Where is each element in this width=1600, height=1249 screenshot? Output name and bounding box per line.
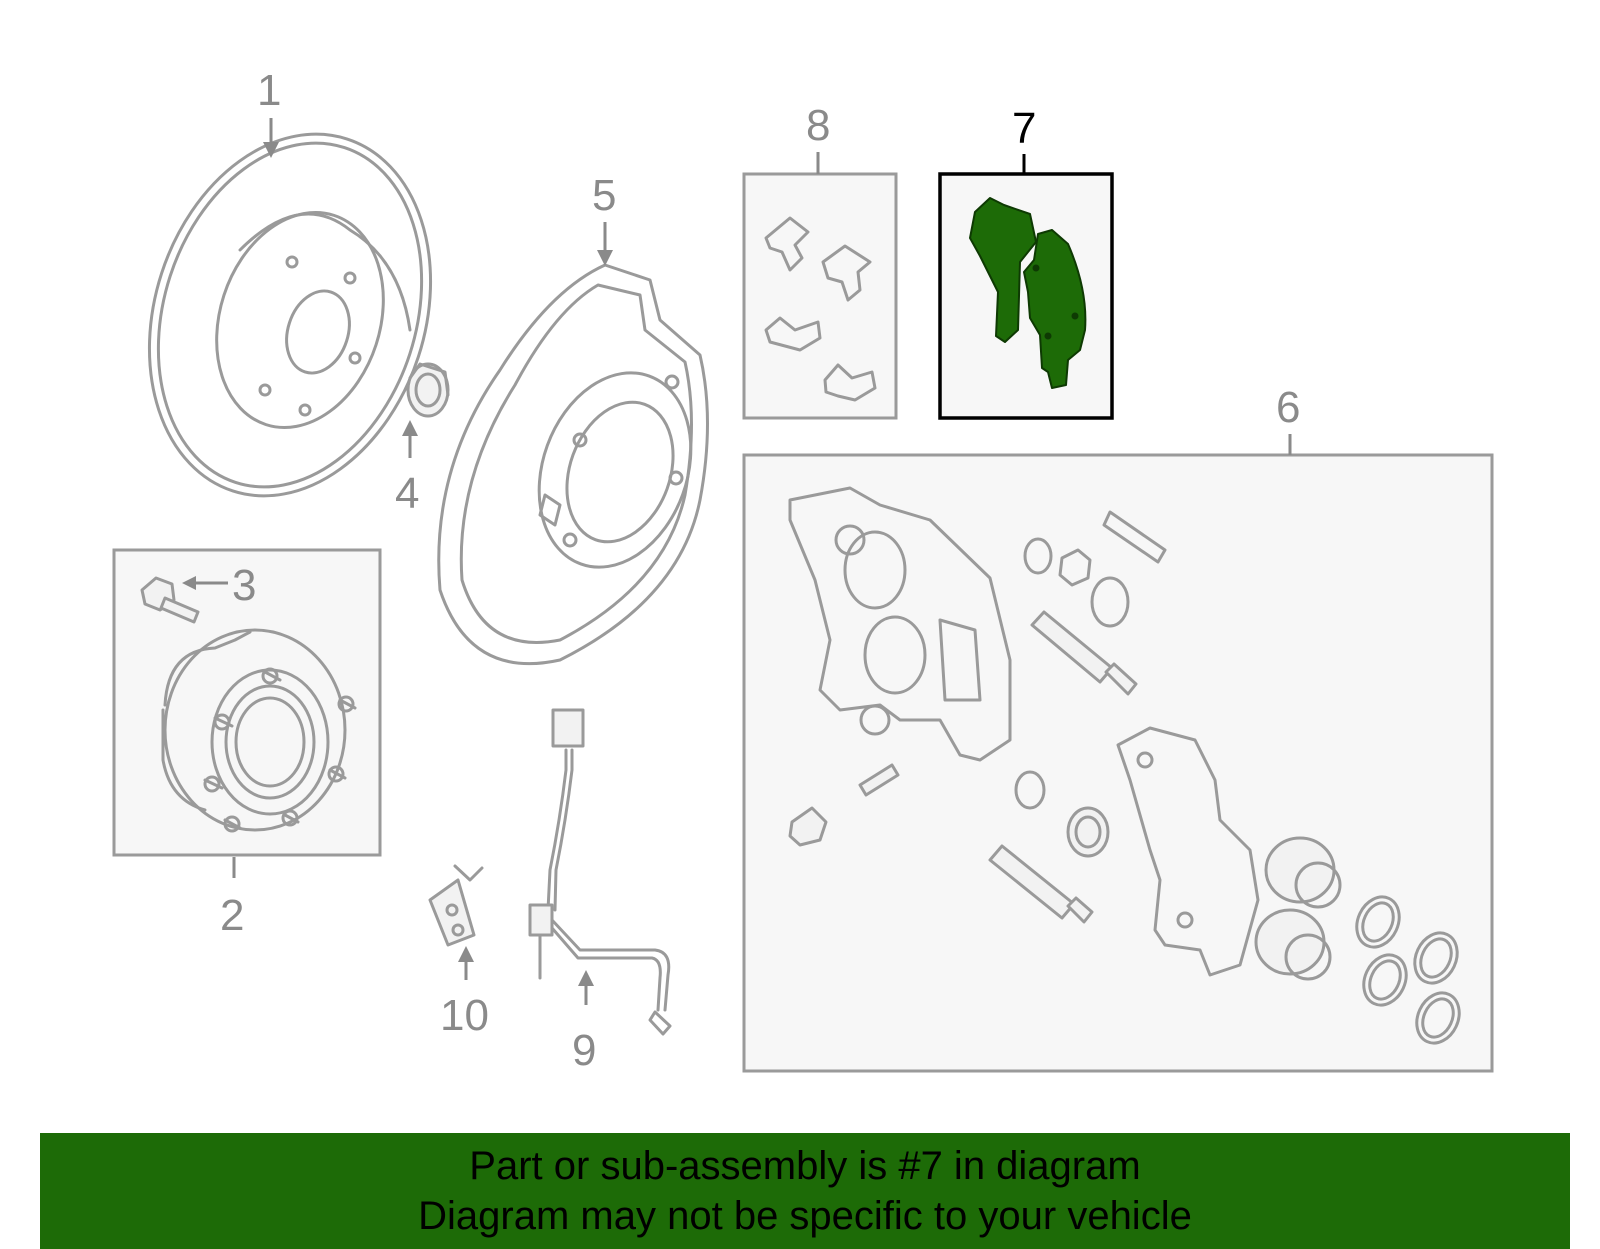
callout-3: 3	[182, 561, 256, 610]
callout-3-label: 3	[232, 561, 256, 610]
callout-1: 1	[257, 66, 281, 158]
callout-2: 2	[220, 857, 244, 940]
callout-8: 8	[806, 101, 830, 174]
brake-pad-inner	[969, 197, 1037, 343]
callout-10-label: 10	[440, 991, 489, 1040]
callout-6: 6	[1276, 383, 1300, 455]
callout-4: 4	[395, 420, 419, 518]
callout-9-label: 9	[572, 1026, 596, 1075]
wheel-studs	[203, 667, 357, 833]
part-6-caliper-assembly[interactable]	[742, 453, 1494, 1073]
callout-10: 10	[440, 946, 489, 1040]
part-7-box	[938, 172, 1114, 420]
callout-8-label: 8	[806, 101, 830, 150]
callout-5-label: 5	[592, 171, 616, 220]
callout-2-label: 2	[220, 891, 244, 940]
part-7-brake-pads[interactable]	[938, 172, 1114, 420]
callout-4-label: 4	[395, 469, 419, 518]
callout-7-label: 7	[1012, 104, 1036, 153]
part-10-bracket[interactable]	[428, 864, 484, 947]
part-2-hub-assembly[interactable]	[112, 548, 382, 857]
callout-5: 5	[592, 171, 616, 266]
callout-1-label: 1	[257, 66, 281, 115]
banner-line-1: Part or sub-assembly is #7 in diagram	[469, 1144, 1141, 1188]
banner-line-2: Diagram may not be specific to your vehi…	[418, 1194, 1192, 1238]
part-8-hardware-kit[interactable]	[742, 172, 898, 420]
part-4-bushing[interactable]	[406, 362, 450, 418]
part-3-bolt[interactable]	[140, 576, 200, 624]
brake-pad-outer	[1023, 229, 1087, 389]
info-banner: Part or sub-assembly is #7 in diagram Di…	[40, 1133, 1570, 1249]
callout-6-label: 6	[1276, 383, 1300, 432]
callout-9: 9	[572, 970, 596, 1075]
callout-7: 7	[1012, 104, 1036, 174]
part-1-brake-rotor[interactable]	[104, 97, 475, 532]
part-5-dust-shield[interactable]	[437, 263, 717, 666]
part-9-wear-sensor[interactable]	[528, 708, 672, 1036]
